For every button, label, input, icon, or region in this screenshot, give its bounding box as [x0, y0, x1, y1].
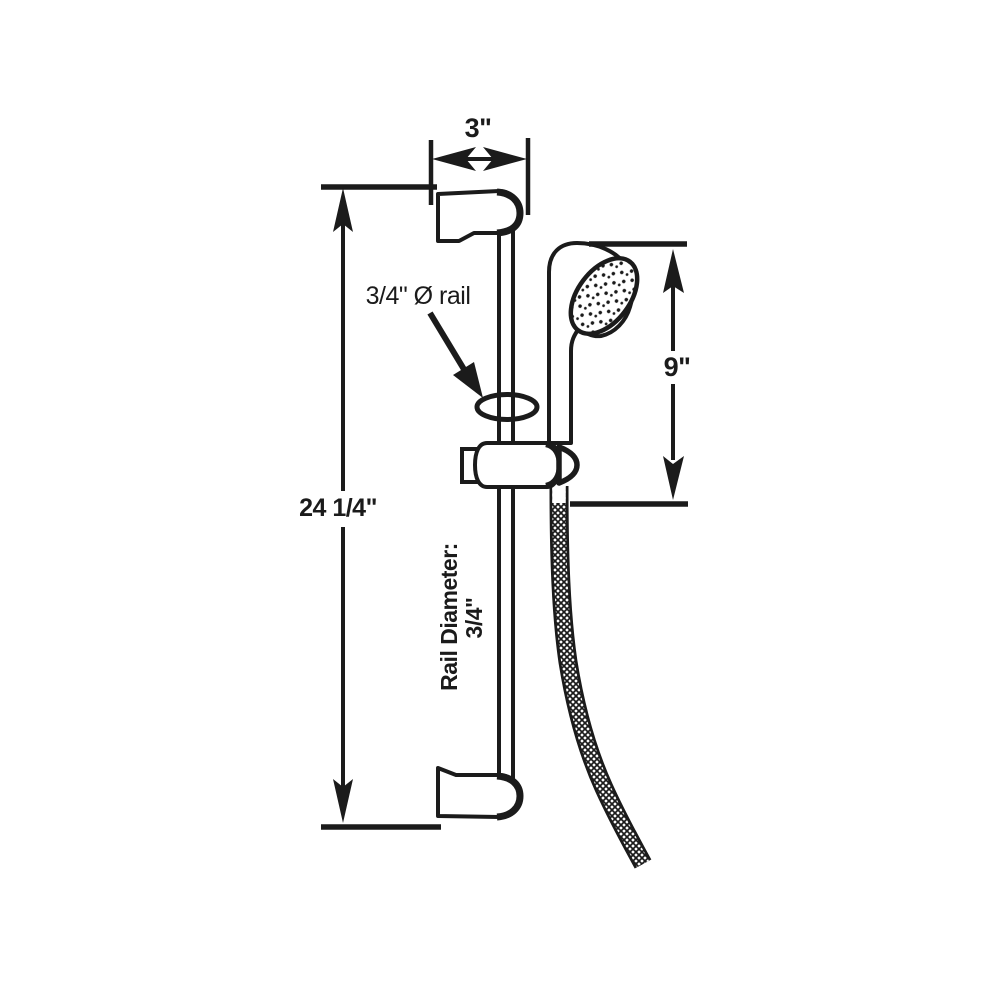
rail-diameter-note: Rail Diameter: 3/4" [436, 543, 487, 691]
height-arrowhead-down [663, 456, 684, 500]
rail-callout-arrowhead [453, 362, 483, 398]
slider-holder [460, 440, 580, 490]
rail-diameter-value: 3/4" [461, 598, 487, 639]
height-dimension-label: 9" [664, 352, 691, 382]
rail-diameter-title: Rail Diameter: [436, 543, 462, 691]
height-dimension: 9" [570, 241, 691, 507]
length-dimension: 24 1/4" [299, 184, 441, 830]
height-arrowhead-up [663, 249, 684, 293]
width-arrowhead-left [432, 147, 476, 171]
rail-callout: 3/4" Ø rail [366, 282, 483, 398]
glide-ring [474, 392, 540, 422]
slide-rail [497, 228, 515, 780]
rail-callout-label: 3/4" Ø rail [366, 282, 471, 310]
width-arrowhead-right [483, 147, 527, 171]
holder-grip-cup [556, 444, 580, 486]
spray-face [568, 256, 640, 336]
length-arrowhead-down [333, 779, 353, 823]
width-dimension: 3" [428, 113, 531, 215]
bottom-wall-bracket [436, 766, 524, 821]
length-arrowhead-up [333, 188, 353, 232]
holder-body [472, 441, 562, 489]
shower-hose [549, 484, 652, 869]
length-dimension-label: 24 1/4" [299, 494, 377, 522]
rail-callout-arrow-shaft [427, 311, 471, 378]
top-wall-bracket [436, 188, 524, 243]
width-dimension-label: 3" [465, 113, 492, 143]
